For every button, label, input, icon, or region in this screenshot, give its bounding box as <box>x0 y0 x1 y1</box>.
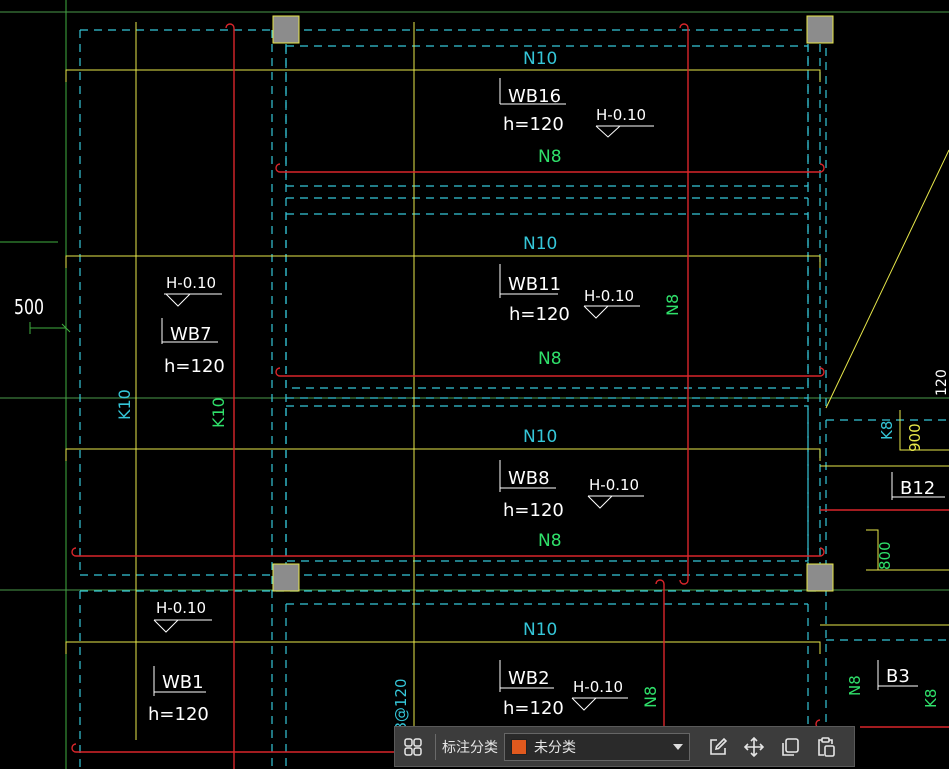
slab-thickness: h=120 <box>164 356 225 377</box>
dim-900-label: 900 <box>906 423 924 452</box>
slab-name: WB1 <box>162 672 204 693</box>
grid-button[interactable] <box>395 729 431 765</box>
elevation-label: H-0.10 <box>584 287 634 305</box>
k10-cyan-label: K10 <box>115 389 134 420</box>
slab-wb16[interactable]: N10 WB16 h=120 H-0.10 N8 <box>499 49 654 167</box>
dimension-left: 500 <box>14 295 71 334</box>
slab-b3[interactable]: B3 <box>877 660 918 690</box>
columns <box>272 15 834 592</box>
copy-button[interactable] <box>772 729 808 765</box>
bottom-rebar-label: N8 <box>538 147 562 167</box>
k8-far-right-label: K8 <box>922 689 940 708</box>
elevation-marker <box>164 293 222 307</box>
top-rebar-label: N10 <box>523 620 557 640</box>
top-rebar-label: N10 <box>523 49 557 69</box>
elevation-label: H-0.10 <box>156 599 206 617</box>
bottom-rebar-label: N8 <box>538 531 562 551</box>
slab-name: B12 <box>900 478 935 499</box>
slab-wb2[interactable]: N10 WB2 h=120 H-0.10 N8 <box>499 620 660 719</box>
column <box>272 15 300 44</box>
paste-button[interactable] <box>808 729 844 765</box>
column <box>806 563 834 592</box>
elevation-label: H-0.10 <box>589 476 639 494</box>
side-rebar-label: N8 <box>663 294 682 316</box>
n8-right-label: N8 <box>846 675 864 696</box>
elevation-marker <box>583 305 640 319</box>
slab-name: B3 <box>886 666 910 687</box>
slab-thickness: h=120 <box>148 704 209 725</box>
elevation-label: H-0.10 <box>596 106 646 124</box>
slab-name: WB11 <box>508 274 561 295</box>
edit-button[interactable] <box>700 729 736 765</box>
slab-name: WB2 <box>508 668 550 689</box>
bottom-rebar-spacing-label: Γ8@120 <box>392 678 410 740</box>
slab-wb11[interactable]: N10 WB11 h=120 H-0.10 N8 N8 <box>499 234 682 369</box>
elevation-marker <box>571 697 628 711</box>
slab-thickness: h=120 <box>503 500 564 521</box>
beam-outlines <box>79 20 949 769</box>
column <box>272 563 300 592</box>
rebar-lines <box>71 23 949 769</box>
move-button[interactable] <box>736 729 772 765</box>
dimension-500: 500 <box>14 295 44 319</box>
slab-thickness: h=120 <box>503 114 564 135</box>
slab-name: WB8 <box>508 468 550 489</box>
category-label: 标注分类 <box>442 739 498 756</box>
top-rebar-label: N10 <box>523 234 557 254</box>
copy-icon <box>782 737 799 756</box>
category-select[interactable]: 未分类 <box>504 732 690 761</box>
grid-icon <box>404 737 422 756</box>
elevation-marker <box>587 495 644 509</box>
bottom-rebar-label: N8 <box>538 349 562 369</box>
annotation-toolbar: 标注分类 未分类 <box>394 726 855 767</box>
slab-b12[interactable]: B12 <box>891 472 945 500</box>
slab-wb8[interactable]: N10 WB8 h=120 H-0.10 N8 <box>499 427 644 551</box>
slab-name: WB7 <box>170 324 212 345</box>
edit-icon <box>710 737 728 755</box>
dim-800-label: 800 <box>876 541 894 570</box>
k10-green-label: K10 <box>209 397 228 428</box>
elevation-label: H-0.10 <box>573 678 623 696</box>
top-rebar-label: N10 <box>523 427 557 447</box>
paste-icon <box>818 736 835 757</box>
dimension-120: 120 <box>934 369 949 396</box>
slab-thickness: h=120 <box>503 698 564 719</box>
move-icon <box>743 736 765 757</box>
column <box>806 15 834 44</box>
yellow-lines <box>65 22 949 740</box>
side-rebar-label: N8 <box>641 686 660 708</box>
slab-name: WB16 <box>508 86 561 107</box>
chevron-down-icon <box>673 743 683 750</box>
toolbar-divider <box>435 733 436 760</box>
k8-right-label: K8 <box>878 421 896 440</box>
elevation-label: H-0.10 <box>166 274 216 292</box>
slab-wb1[interactable]: H-0.10 WB1 h=120 <box>148 599 212 725</box>
category-color-swatch <box>511 738 527 755</box>
elevation-marker <box>595 125 654 138</box>
slab-wb7[interactable]: H-0.10 WB7 h=120 <box>161 274 225 377</box>
category-value: 未分类 <box>534 739 576 756</box>
elevation-marker <box>153 619 212 633</box>
slab-thickness: h=120 <box>509 304 570 325</box>
